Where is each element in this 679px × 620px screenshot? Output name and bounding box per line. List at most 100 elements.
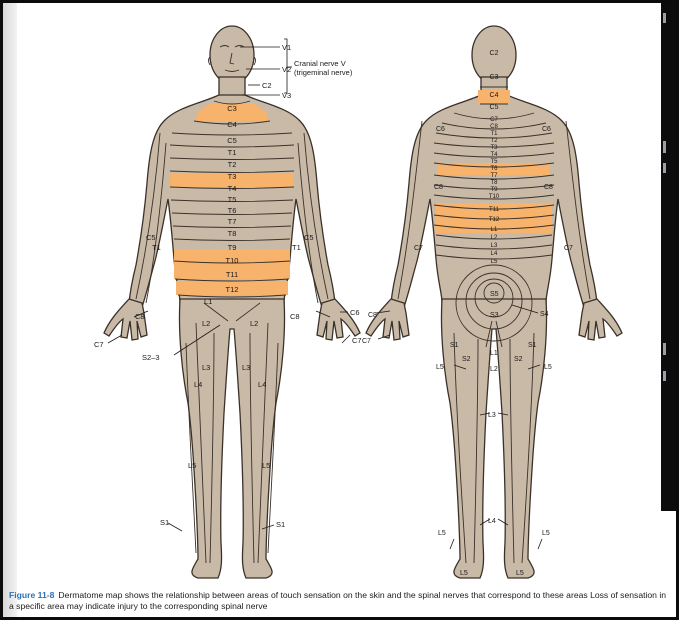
- label-v2: V2: [282, 65, 291, 74]
- limb-label: S2–3: [142, 353, 160, 362]
- back-label: L5: [544, 364, 552, 371]
- band-label: T4: [228, 184, 237, 193]
- back-label: S1: [450, 342, 459, 349]
- back-label: S2: [514, 356, 523, 363]
- limb-label: C7: [352, 336, 362, 345]
- limb-label: L5: [262, 461, 270, 470]
- back-label: L4: [488, 518, 496, 525]
- band-label: T1: [228, 148, 237, 157]
- limb-label: T1: [152, 243, 161, 252]
- limb-label: S1: [276, 520, 285, 529]
- label-v1: V1: [282, 43, 291, 52]
- limb-label: C5: [304, 233, 314, 242]
- dermatome-illustration: V1 V2 C2 V3 Cranial nerve V (trigeminal …: [3, 3, 676, 593]
- spine-label: L5: [491, 259, 498, 265]
- spine-label: T3: [490, 145, 498, 151]
- band-label: T8: [228, 229, 237, 238]
- limb-label: L4: [258, 380, 266, 389]
- limb-label: L2: [202, 319, 210, 328]
- label-trigeminal: (trigeminal nerve): [294, 68, 353, 77]
- band-label: C5: [227, 136, 237, 145]
- back-label: C7: [362, 338, 371, 345]
- spine-label: L2: [491, 235, 498, 241]
- back-label: S5: [490, 291, 499, 298]
- spine-label: L4: [491, 251, 498, 257]
- back-label: S1: [528, 342, 537, 349]
- limb-label: C6: [350, 308, 360, 317]
- limb-label: L3: [202, 363, 210, 372]
- limb-label: L5: [188, 461, 196, 470]
- figure-label: Figure 11-8: [9, 590, 54, 600]
- spine-label: T9: [490, 187, 498, 193]
- band-label: T12: [226, 285, 239, 294]
- band-label: C4: [227, 120, 237, 129]
- spine-label: C8: [490, 124, 498, 130]
- spine-label: T5: [490, 159, 498, 165]
- neck-label: C3: [490, 74, 499, 81]
- back-label: L3: [488, 412, 496, 419]
- back-label: L5: [460, 570, 468, 577]
- spine-label: T4: [490, 152, 498, 158]
- back-label: L5: [542, 530, 550, 537]
- spine-label: T6: [490, 166, 498, 172]
- back-label: C8: [544, 184, 553, 191]
- limb-label: C8: [290, 312, 300, 321]
- front-view: V1 V2 C2 V3 Cranial nerve V (trigeminal …: [94, 26, 362, 578]
- spine-label: T10: [489, 194, 500, 200]
- band-label: T9: [228, 243, 237, 252]
- spine-label: T11: [489, 207, 500, 213]
- band-label: T7: [228, 217, 237, 226]
- limb-label: L2: [250, 319, 258, 328]
- neck-label: C5: [490, 104, 499, 111]
- limb-label: C5: [146, 233, 156, 242]
- dark-side-panel: [661, 3, 676, 511]
- spine-label: T7: [490, 173, 498, 179]
- back-label: L2: [490, 366, 498, 373]
- back-label: C8: [368, 312, 377, 319]
- band-label: T5: [228, 195, 237, 204]
- band-label: T3: [228, 172, 237, 181]
- band-label: T11: [226, 270, 238, 279]
- spine-label: T1: [490, 131, 498, 137]
- neck-label: C4: [490, 92, 499, 99]
- band-label: T10: [226, 256, 239, 265]
- back-label: C7: [564, 245, 573, 252]
- spine-label: T8: [490, 180, 498, 186]
- band-label: T6: [228, 206, 237, 215]
- back-label: L1: [490, 350, 498, 357]
- back-label: L5: [516, 570, 524, 577]
- back-view: C2 C3 C4 C5 C7 C8 T1 T2 T3 T4 T5 T6 T7 T…: [362, 26, 622, 578]
- label-cranial-nerve: Cranial nerve V: [294, 59, 346, 68]
- back-label: C6: [436, 126, 445, 133]
- page-shadow: [3, 3, 17, 617]
- spine-label: L3: [491, 243, 498, 249]
- limb-label: C8: [135, 312, 145, 321]
- back-label: S4: [540, 311, 549, 318]
- figure-area: V1 V2 C2 V3 Cranial nerve V (trigeminal …: [3, 3, 676, 617]
- back-label: L5: [436, 364, 444, 371]
- spine-label: T12: [489, 217, 500, 223]
- back-label: S3: [490, 312, 499, 319]
- back-label: S2: [462, 356, 471, 363]
- spine-label: C7: [490, 117, 498, 123]
- spine-label: T2: [490, 138, 498, 144]
- limb-label: C7: [94, 340, 104, 349]
- band-label: C3: [227, 104, 237, 113]
- back-label: C6: [542, 126, 551, 133]
- label-c2-front: C2: [262, 81, 272, 90]
- band-label: T2: [228, 160, 237, 169]
- limb-label: L3: [242, 363, 250, 372]
- spine-label: L1: [491, 227, 498, 233]
- limb-label: S1: [160, 518, 169, 527]
- back-label: C7: [414, 245, 423, 252]
- limb-label: L4: [194, 380, 202, 389]
- label-v3: V3: [282, 91, 291, 100]
- back-label: L5: [438, 530, 446, 537]
- neck-label: C2: [490, 50, 499, 57]
- back-label: C8: [434, 184, 443, 191]
- limb-label: L1: [204, 297, 212, 306]
- limb-label: T1: [292, 243, 301, 252]
- caption-text: Dermatome map shows the relationship bet…: [9, 590, 666, 611]
